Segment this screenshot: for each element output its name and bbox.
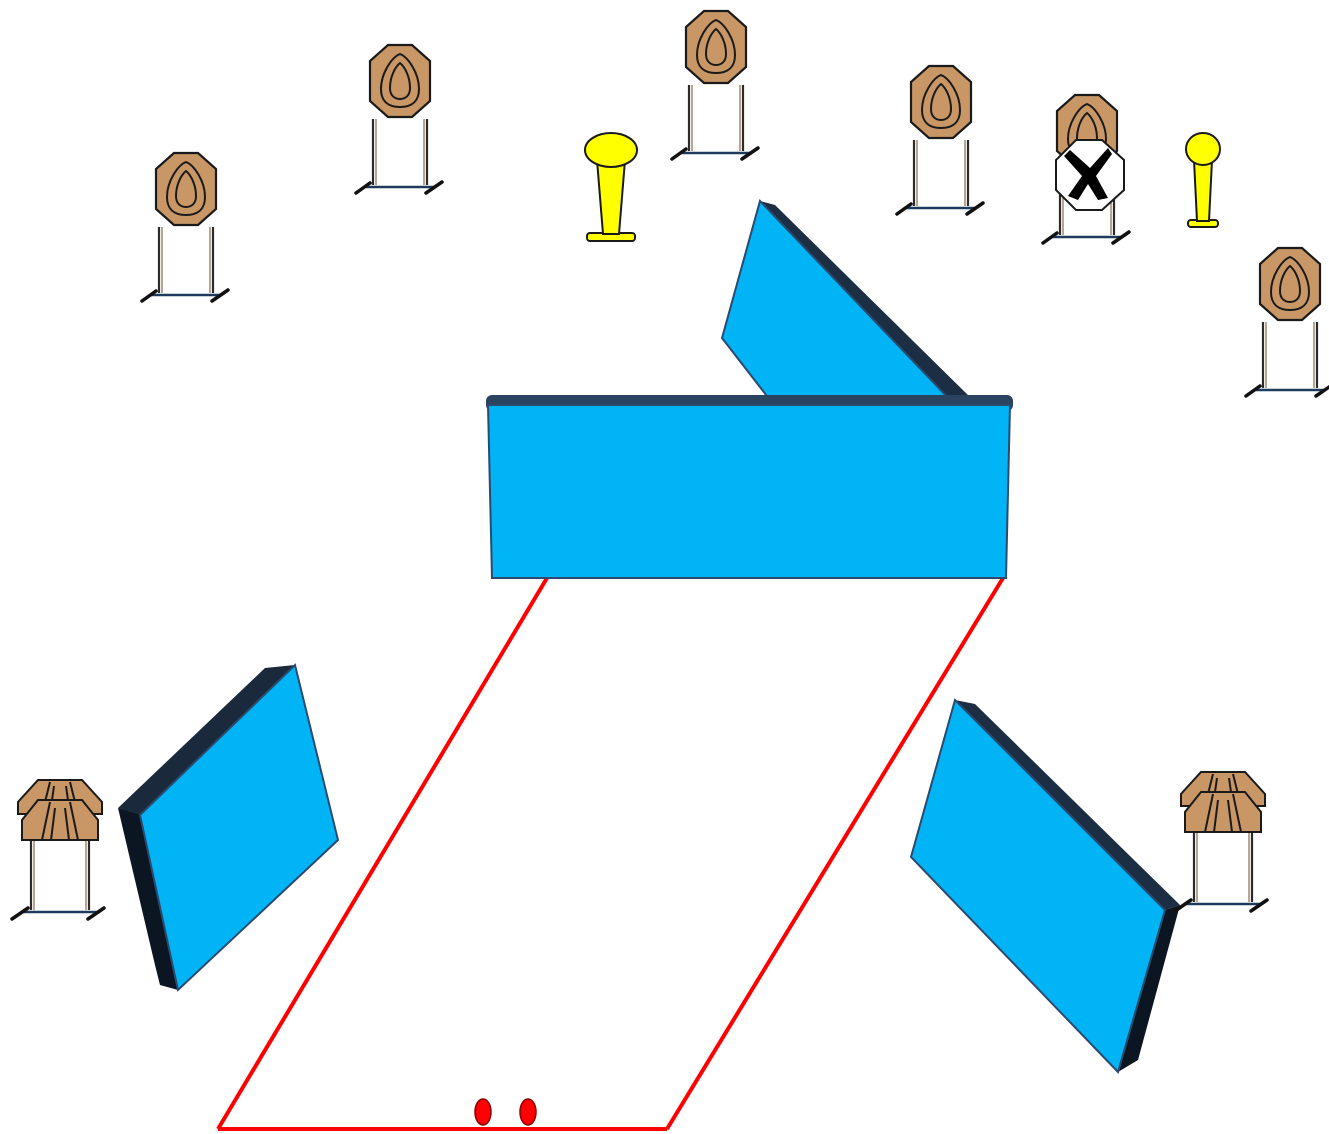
paper-target-2 xyxy=(354,43,444,195)
start-marker-right xyxy=(519,1098,537,1126)
paper-target-6 xyxy=(1244,246,1329,398)
fault-line-left xyxy=(216,576,549,1131)
barrier-wall-right xyxy=(909,698,1180,1074)
start-marker-left xyxy=(474,1098,492,1126)
double-paper-target-right xyxy=(1173,770,1269,913)
steel-popper-2 xyxy=(1185,132,1221,228)
paper-target-1 xyxy=(140,151,230,303)
paper-target-3 xyxy=(670,9,760,161)
paper-target-4 xyxy=(895,64,985,216)
steel-popper-1 xyxy=(584,132,638,242)
barrier-wall-left xyxy=(118,663,340,992)
shooting-area xyxy=(216,576,1005,1131)
barrier-wall-main xyxy=(486,395,1013,579)
double-paper-target-left xyxy=(10,778,106,921)
no-shoot-target xyxy=(1055,139,1125,211)
fault-line-right xyxy=(665,576,1005,1131)
barrier-wall-rear-angled xyxy=(720,199,975,407)
